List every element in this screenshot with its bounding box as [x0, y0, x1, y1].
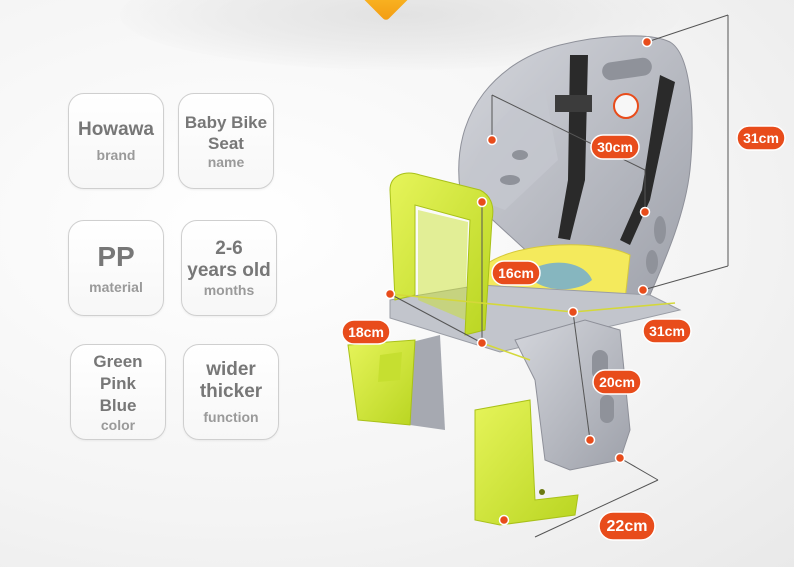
svg-text:18cm: 18cm	[348, 324, 384, 340]
spec-card-age: 2-6 years old months	[181, 220, 277, 316]
dim-badge-back-height: 31cm	[736, 125, 786, 151]
svg-text:20cm: 20cm	[599, 374, 635, 390]
svg-text:30cm: 30cm	[597, 139, 633, 155]
spec-label-name: name	[207, 154, 245, 170]
spec-label-function: function	[203, 409, 259, 425]
spec-value-name: Baby Bike Seat	[184, 113, 268, 153]
dim-badge-handle-width: 18cm	[341, 319, 391, 345]
spec-card-function: wider thicker function	[183, 344, 279, 440]
dim-badge-back-width: 30cm	[590, 134, 640, 160]
front-handle-guard	[389, 172, 494, 336]
spec-card-material: PP material	[68, 220, 164, 316]
svg-text:22cm: 22cm	[607, 518, 648, 535]
spec-card-brand: Howawa brand	[68, 93, 164, 189]
spec-value-function: wider thicker	[199, 359, 263, 402]
svg-text:31cm: 31cm	[649, 323, 685, 339]
spec-card-name: Baby Bike Seat name	[178, 93, 274, 189]
spec-label-color: color	[100, 417, 136, 433]
spec-label-material: material	[89, 279, 143, 295]
spec-label-brand: brand	[96, 147, 136, 163]
dim-badge-foot-width: 22cm	[598, 511, 656, 541]
bike-seat-illustration: 31cm 30cm 16cm 18cm 31cm 20cm 22cm	[341, 14, 786, 541]
spec-card-color: Green Pink Blue color	[70, 344, 166, 440]
left-footrest	[347, 339, 416, 426]
right-footrest	[474, 399, 579, 526]
svg-text:31cm: 31cm	[743, 130, 779, 146]
spec-label-age: months	[203, 282, 255, 298]
spec-value-age: 2-6 years old	[187, 238, 271, 281]
dim-badge-seat-depth: 16cm	[491, 260, 541, 286]
spec-value-material: PP	[97, 241, 135, 272]
dim-badge-seat-width: 31cm	[642, 318, 692, 344]
svg-text:16cm: 16cm	[498, 265, 534, 281]
dim-badge-leg-height: 20cm	[592, 369, 642, 395]
spec-value-brand: Howawa	[77, 119, 155, 140]
spec-value-color: Green Pink Blue	[93, 352, 143, 415]
